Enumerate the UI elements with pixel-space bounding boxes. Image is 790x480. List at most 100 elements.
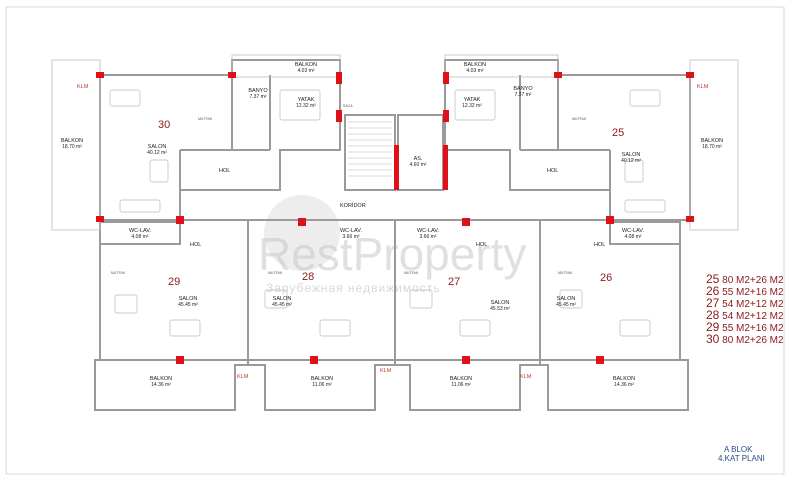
legend-num-25: 25: [706, 272, 720, 286]
room-yatak-right-name: YATAK: [464, 97, 481, 103]
legend-text-26: 55 M2+16 M2: [722, 287, 784, 298]
room-balkon-left-side-name: BALKON: [61, 138, 83, 144]
legend-row-29: 29 55 M2+16 M2: [706, 320, 784, 334]
room-salon-28-area: 45.45 m²: [272, 302, 292, 308]
legend-num-26: 26: [706, 284, 720, 298]
watermark-brand: RestProperty: [258, 228, 526, 280]
misc-labels: KORİDOR HOL HOL HOL HOL HOL KLM KLM KLM …: [77, 84, 709, 380]
room-yatak-right-area: 12.32 m²: [462, 103, 482, 109]
mutfak-label-25: MUTFAK: [572, 117, 587, 121]
plan-title-line1: A BLOK: [724, 445, 753, 454]
legend-row-26: 26 55 M2+16 M2: [706, 284, 784, 298]
unit-numbers: 30 25 29 28 27 26: [158, 119, 624, 288]
columns: [96, 72, 694, 364]
room-banyo-right-area: 7.37 m²: [515, 92, 532, 98]
klm-label-left: KLM: [77, 84, 89, 90]
mutfak-label-26: MUTFAK: [558, 271, 573, 275]
klm-label-bottom-1: KLM: [237, 374, 249, 380]
legend-num-30: 30: [706, 332, 720, 346]
room-wc-25-name: WC-LAV.: [622, 228, 644, 234]
legend-text-28: 54 M2+12 M2: [722, 311, 784, 322]
room-wc-28-name: WC-LAV.: [340, 228, 362, 234]
legend-text-29: 55 M2+16 M2: [722, 323, 784, 334]
room-salon-26-area: 45.45 m²: [556, 302, 576, 308]
klm-label-bottom-3: KLM: [520, 374, 532, 380]
room-wc-30-name: WC-LAV.: [129, 228, 151, 234]
room-balkon-top-right-name: BALKON: [464, 62, 486, 68]
unit-number-29: 29: [168, 276, 180, 288]
legend-num-28: 28: [706, 308, 720, 322]
mutfak-label-27: MUTFAK: [404, 271, 419, 275]
klm-label-bottom-2: KLM: [380, 368, 392, 374]
watermark-tagline: Зарубежная недвижимость: [266, 281, 441, 295]
watermark-logo-circle: [264, 195, 340, 271]
room-salon-30-name: SALON: [148, 144, 167, 150]
room-salon-28-name: SALON: [273, 296, 292, 302]
unit-number-26: 26: [600, 272, 612, 284]
legend-text-25: 80 M2+26 M2: [722, 275, 784, 286]
unit-number-25: 25: [612, 127, 624, 139]
plan-title-line2: 4.KAT PLANI: [718, 454, 765, 463]
room-as-area: 4.60 m²: [410, 162, 427, 168]
room-salon-27-area: 45.53 m²: [490, 306, 510, 312]
mutfak-label-28: MUTFAK: [268, 271, 283, 275]
watermark: RestProperty Зарубежная недвижимость: [258, 195, 526, 295]
unit-legend: 25 80 M2+26 M2 26 55 M2+16 M2 27 54 M2+1…: [706, 272, 784, 346]
hol-label-30: HOL: [219, 168, 230, 174]
mutfak-label-30: MUTFAK: [198, 117, 213, 121]
unit-number-27: 27: [448, 276, 460, 288]
hol-label-27: HOL: [476, 242, 487, 248]
room-yatak-left-name: YATAK: [298, 97, 315, 103]
room-salon-25-area: 40.12 m²: [621, 158, 641, 164]
hol-label-26: HOL: [594, 242, 605, 248]
room-balkon-bottom-3-name: BALKON: [450, 376, 472, 382]
room-wc-30-area: 4.08 m²: [132, 234, 149, 240]
legend-text-30: 80 M2+26 M2: [722, 335, 784, 346]
room-balkon-bottom-4-area: 14.36 m²: [614, 382, 634, 388]
plan-title: A BLOK 4.KAT PLANI: [718, 445, 765, 463]
legend-num-29: 29: [706, 320, 720, 334]
furniture: [109, 89, 666, 337]
room-balkon-top-left-name: BALKON: [295, 62, 317, 68]
room-balkon-bottom-1-area: 14.36 m²: [151, 382, 171, 388]
room-salon-25-name: SALON: [622, 152, 641, 158]
room-balkon-bottom-3-area: 11.06 m²: [451, 382, 471, 388]
legend-row-27: 27 54 M2+12 M2: [706, 296, 784, 310]
room-balkon-top-left-area: 4.03 m²: [298, 68, 315, 74]
room-salon-26-name: SALON: [557, 296, 576, 302]
room-balkon-bottom-2-name: BALKON: [311, 376, 333, 382]
unit-number-28: 28: [302, 271, 314, 283]
hol-label-29: HOL: [190, 242, 201, 248]
room-wc-25-area: 4.08 m²: [625, 234, 642, 240]
room-salon-30-area: 40.12 m²: [147, 150, 167, 156]
balcony-outlines: [51, 54, 739, 231]
mutfak-label-29: MUTFAK: [111, 271, 126, 275]
klm-label-right: KLM: [697, 84, 709, 90]
legend-row-30: 30 80 M2+26 M2: [706, 332, 784, 346]
legend-num-27: 27: [706, 296, 720, 310]
room-salon-29-name: SALON: [179, 296, 198, 302]
room-wc-27-name: WC-LAV.: [417, 228, 439, 234]
saca-label: SACA: [343, 104, 353, 108]
hol-label-25: HOL: [547, 168, 558, 174]
room-banyo-right-name: BANYO: [513, 86, 533, 92]
room-banyo-left-area: 7.37 m²: [250, 94, 267, 100]
room-salon-29-area: 45.45 m²: [178, 302, 198, 308]
legend-text-27: 54 M2+12 M2: [722, 299, 784, 310]
corridor-label: KORİDOR: [340, 202, 366, 209]
room-balkon-bottom-1-name: BALKON: [150, 376, 172, 382]
room-as-name: AS.: [414, 156, 423, 162]
stairs: [348, 121, 392, 177]
room-balkon-bottom-2-area: 11.06 m²: [312, 382, 332, 388]
room-balkon-bottom-4-name: BALKON: [613, 376, 635, 382]
room-balkon-right-side-name: BALKON: [701, 138, 723, 144]
room-wc-28-area: 3.66 m²: [343, 234, 360, 240]
room-balkon-right-side-area: 18.70 m²: [702, 144, 722, 150]
room-salon-27-name: SALON: [491, 300, 510, 306]
room-banyo-left-name: BANYO: [248, 88, 268, 94]
room-balkon-left-side-area: 18.70 m²: [62, 144, 82, 150]
unit-number-30: 30: [158, 119, 170, 131]
room-labels: BALKON 4.03 m² BALKON 4.03 m² BANYO 7.37…: [61, 62, 723, 388]
legend-row-28: 28 54 M2+12 M2: [706, 308, 784, 322]
